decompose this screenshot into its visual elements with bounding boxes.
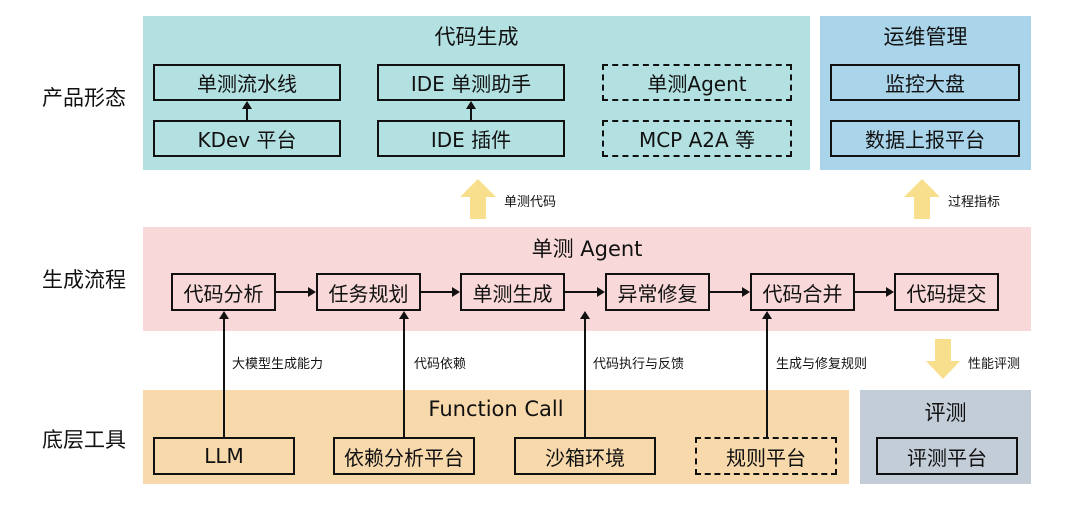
label-perf-eval: 性能评测 bbox=[968, 357, 1021, 372]
label-gen-fix-rules: 生成与修复规则 bbox=[776, 357, 868, 372]
connector-sandbox-head bbox=[580, 311, 590, 319]
connector-llm-line bbox=[223, 319, 225, 437]
step-code-commit: 代码提交 bbox=[894, 273, 999, 311]
arrow-kdev-to-pipeline-head bbox=[242, 101, 252, 109]
connector-dependency-line bbox=[403, 319, 405, 437]
arrow-plugin-to-assistant-line bbox=[470, 108, 472, 120]
ops-panel: 运维管理 监控大盘 数据上报平台 bbox=[820, 16, 1031, 170]
arrow-kdev-to-pipeline-line bbox=[246, 108, 248, 120]
box-dependency-analysis: 依赖分析平台 bbox=[333, 437, 475, 475]
arrow-step1-head bbox=[308, 287, 316, 297]
box-ide-plugin: IDE 插件 bbox=[377, 120, 565, 157]
box-kdev-platform: KDev 平台 bbox=[153, 120, 341, 157]
function-call-title: Function Call bbox=[428, 397, 564, 421]
box-unit-agent: 单测Agent bbox=[602, 64, 792, 101]
arrow-step3-line bbox=[565, 291, 597, 293]
agent-title: 单测 Agent bbox=[531, 237, 643, 261]
big-arrow-up-process-metrics bbox=[904, 179, 940, 219]
box-eval-platform: 评测平台 bbox=[876, 437, 1018, 475]
box-rules-platform: 规则平台 bbox=[695, 437, 837, 475]
box-mcp-a2a: MCP A2A 等 bbox=[602, 120, 792, 157]
arrow-step5-line bbox=[855, 291, 886, 293]
connector-sandbox-line bbox=[584, 319, 586, 437]
step-code-merge: 代码合并 bbox=[750, 273, 855, 311]
arrow-step2-head bbox=[452, 287, 460, 297]
box-data-report-platform: 数据上报平台 bbox=[830, 120, 1020, 157]
box-ide-unit-assistant: IDE 单测助手 bbox=[377, 64, 565, 101]
label-llm-capability: 大模型生成能力 bbox=[232, 357, 324, 372]
connector-rules-head bbox=[762, 311, 772, 319]
box-llm: LLM bbox=[153, 437, 295, 475]
connector-dependency-head bbox=[399, 311, 409, 319]
arrow-step4-line bbox=[710, 291, 742, 293]
codegen-title: 代码生成 bbox=[434, 25, 519, 49]
arrow-step3-head bbox=[597, 287, 605, 297]
box-monitor-dashboard: 监控大盘 bbox=[830, 64, 1020, 101]
step-code-analysis: 代码分析 bbox=[171, 273, 276, 311]
big-arrow-down-perf-eval bbox=[926, 339, 960, 379]
row-label-tools: 底层工具 bbox=[42, 428, 126, 452]
connector-llm-head bbox=[219, 311, 229, 319]
row-label-process: 生成流程 bbox=[42, 268, 126, 292]
label-exec-feedback: 代码执行与反馈 bbox=[593, 357, 685, 372]
step-task-planning: 任务规划 bbox=[316, 273, 421, 311]
label-unit-code: 单测代码 bbox=[504, 195, 557, 210]
step-unit-generation: 单测生成 bbox=[460, 273, 565, 311]
arrow-step4-head bbox=[742, 287, 750, 297]
box-unit-pipeline: 单测流水线 bbox=[153, 64, 341, 101]
codegen-panel: 代码生成 单测流水线 KDev 平台 IDE 单测助手 IDE 插件 单测Age… bbox=[143, 16, 810, 170]
arrow-step2-line bbox=[421, 291, 452, 293]
step-exception-fix: 异常修复 bbox=[605, 273, 710, 311]
eval-title: 评测 bbox=[924, 401, 967, 425]
ops-title: 运维管理 bbox=[883, 25, 968, 49]
arrow-step5-head bbox=[886, 287, 894, 297]
connector-rules-line bbox=[766, 319, 768, 437]
arrow-step1-line bbox=[276, 291, 308, 293]
label-code-dependency: 代码依赖 bbox=[414, 357, 467, 372]
row-label-product: 产品形态 bbox=[42, 86, 126, 110]
big-arrow-up-unit-code bbox=[460, 179, 496, 219]
label-process-metrics: 过程指标 bbox=[948, 195, 1001, 210]
box-sandbox-env: 沙箱环境 bbox=[514, 437, 656, 475]
arrow-plugin-to-assistant-head bbox=[466, 101, 476, 109]
